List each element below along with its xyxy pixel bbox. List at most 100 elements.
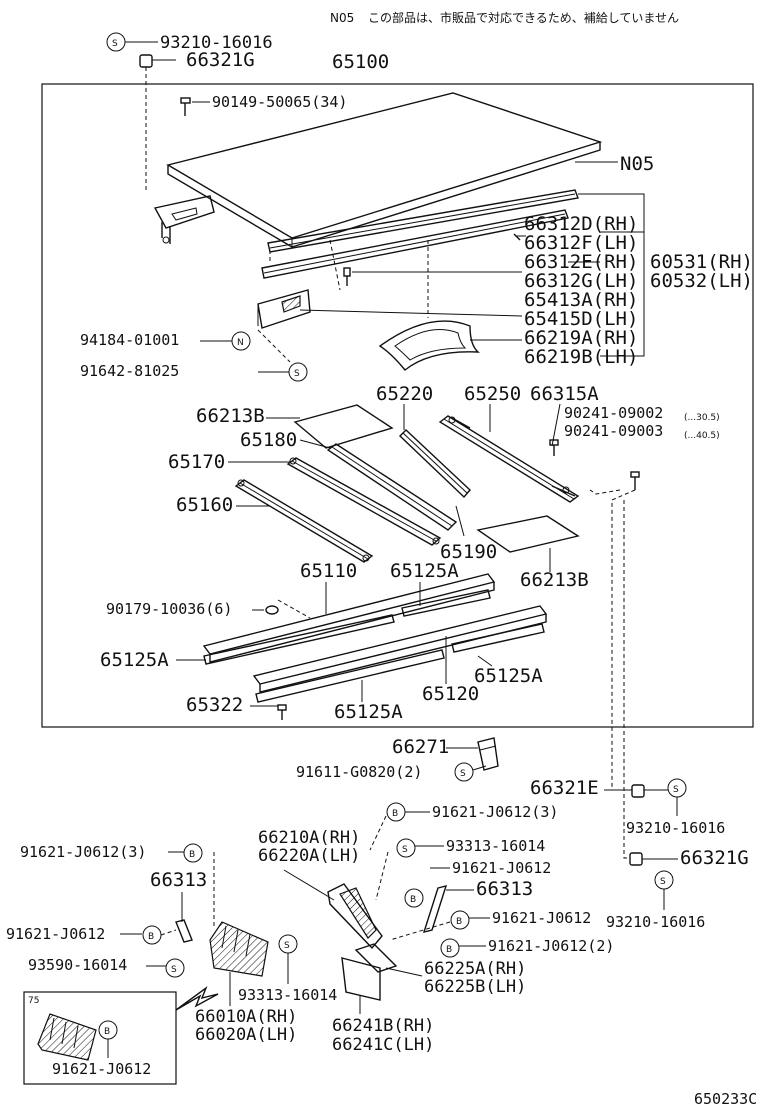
label-66010a: 66010A(RH)	[195, 1007, 297, 1027]
strip-65125a-b	[401, 589, 491, 617]
label-66225a: 66225A(RH)	[424, 959, 526, 979]
leader	[477, 655, 493, 667]
label-65125a-right: 65125A	[474, 665, 543, 687]
label-66321e: 66321E	[530, 777, 599, 799]
leader	[472, 765, 487, 771]
member-65120	[252, 605, 548, 693]
label-65415d: 65415D(LH)	[524, 308, 638, 330]
label-66213b-lower: 66213B	[520, 569, 589, 591]
symbol-b-91621-d: B	[450, 910, 470, 930]
pin-66312f	[513, 233, 521, 241]
rail-65170	[286, 457, 442, 546]
leader	[455, 505, 465, 537]
symbol-s-93210-top: S	[106, 32, 126, 52]
strip-65125a-c	[255, 649, 445, 703]
svg-text:S: S	[660, 877, 666, 887]
pad-66213b-upper	[293, 404, 394, 449]
dashed-guide	[623, 500, 630, 859]
label-66241b: 66241B(RH)	[332, 1016, 434, 1036]
bolt-90241-right	[630, 471, 640, 490]
svg-text:S: S	[112, 39, 118, 49]
bracket-66313-right	[422, 885, 448, 933]
label-94184-01001: 94184-01001	[80, 331, 179, 349]
label-66220a: 66220A(LH)	[258, 846, 360, 866]
svg-text:B: B	[189, 850, 195, 860]
side-rail-66312d	[267, 189, 579, 253]
label-66312g: 66312G(LH)	[524, 270, 638, 292]
label-66271: 66271	[392, 736, 449, 758]
label-90241-09003-note: (...40.5)	[684, 431, 720, 441]
label-65413a: 65413A(RH)	[524, 289, 638, 311]
note-text: この部品は、市販品で対応できるため、補給していません	[368, 10, 679, 25]
pad-66213b-lower	[476, 515, 580, 553]
label-60532: 60532(LH)	[650, 270, 753, 292]
bracket-65413a	[257, 289, 311, 329]
symbol-n-94184: N	[231, 331, 251, 351]
svg-text:S: S	[460, 769, 466, 779]
clip-66321g-low	[629, 852, 643, 866]
member-65110	[202, 573, 496, 663]
label-66313-left: 66313	[150, 869, 207, 891]
note-code: N05	[330, 11, 354, 25]
label-66213b-upper: 66213B	[196, 405, 265, 427]
rail-65160	[234, 479, 374, 563]
side-rail-66312e	[261, 209, 569, 279]
symbol-b-91621-r: B	[404, 888, 424, 908]
inset-frame	[23, 991, 177, 1085]
svg-text:B: B	[410, 895, 416, 905]
symbol-s-93313-a: S	[396, 838, 416, 858]
dashed-guide	[160, 929, 177, 936]
symbol-b-91621-a: B	[386, 802, 406, 822]
label-65100: 65100	[332, 51, 389, 73]
dashed-guide	[369, 815, 387, 851]
label-66312d: 66312D(RH)	[524, 213, 638, 235]
label-66315a: 66315A	[530, 383, 599, 405]
label-91611-g0820: 91611-G0820(2)	[296, 763, 422, 781]
svg-text:S: S	[402, 845, 408, 855]
label-65180: 65180	[240, 429, 297, 451]
screw-65322	[277, 704, 287, 720]
label-66313-right: 66313	[476, 878, 533, 900]
label-65110: 65110	[300, 560, 357, 582]
label-91621-j0612-3c: 91621-J0612(3)	[20, 843, 146, 861]
symbol-s-91611: S	[454, 762, 474, 782]
svg-text:B: B	[456, 917, 462, 927]
frame-66219a	[378, 320, 480, 371]
rail-65180	[326, 443, 458, 531]
plate-66225a	[354, 943, 398, 973]
label-66219b: 66219B(LH)	[524, 346, 638, 368]
svg-text:B: B	[104, 1027, 110, 1037]
nut-90179	[265, 605, 279, 615]
label-66241c: 66241C(LH)	[332, 1035, 434, 1055]
leader	[385, 967, 423, 977]
label-65190: 65190	[440, 541, 497, 563]
leader	[551, 403, 561, 447]
symbol-s-93590: S	[165, 958, 185, 978]
label-66210a: 66210A(RH)	[258, 828, 360, 848]
leader	[299, 439, 331, 449]
inset-arrow	[175, 985, 219, 1011]
strip-65125a-a	[203, 614, 395, 665]
label-90149-50065: 90149-50065(34)	[212, 93, 347, 111]
label-66312e: 66312E(RH)	[524, 251, 638, 273]
symbol-s-91642: S	[288, 362, 308, 382]
label-66321g-top: 66321G	[186, 49, 255, 71]
panel-66241b	[341, 957, 381, 1001]
label-65125a-top: 65125A	[390, 560, 459, 582]
label-91621-j0612-b: 91621-J0612	[452, 859, 551, 877]
label-65220: 65220	[376, 383, 433, 405]
dashed-guide	[329, 239, 341, 291]
symbol-b-91621-e: B	[142, 925, 162, 945]
label-65322: 65322	[186, 694, 243, 716]
assembly-frame	[41, 83, 754, 728]
label-93313-16014-a: 93313-16014	[446, 837, 545, 855]
rail-65250	[438, 415, 580, 503]
label-65250: 65250	[464, 383, 521, 405]
label-91621-j0612-3a: 91621-J0612(3)	[432, 803, 558, 821]
svg-text:B: B	[148, 932, 154, 942]
bracket-66271	[477, 737, 499, 771]
symbol-s-93210-mid: S	[667, 778, 687, 798]
label-91642-81025: 91642-81025	[80, 362, 179, 380]
label-bracket	[578, 193, 645, 357]
clip-66321e	[631, 784, 645, 798]
